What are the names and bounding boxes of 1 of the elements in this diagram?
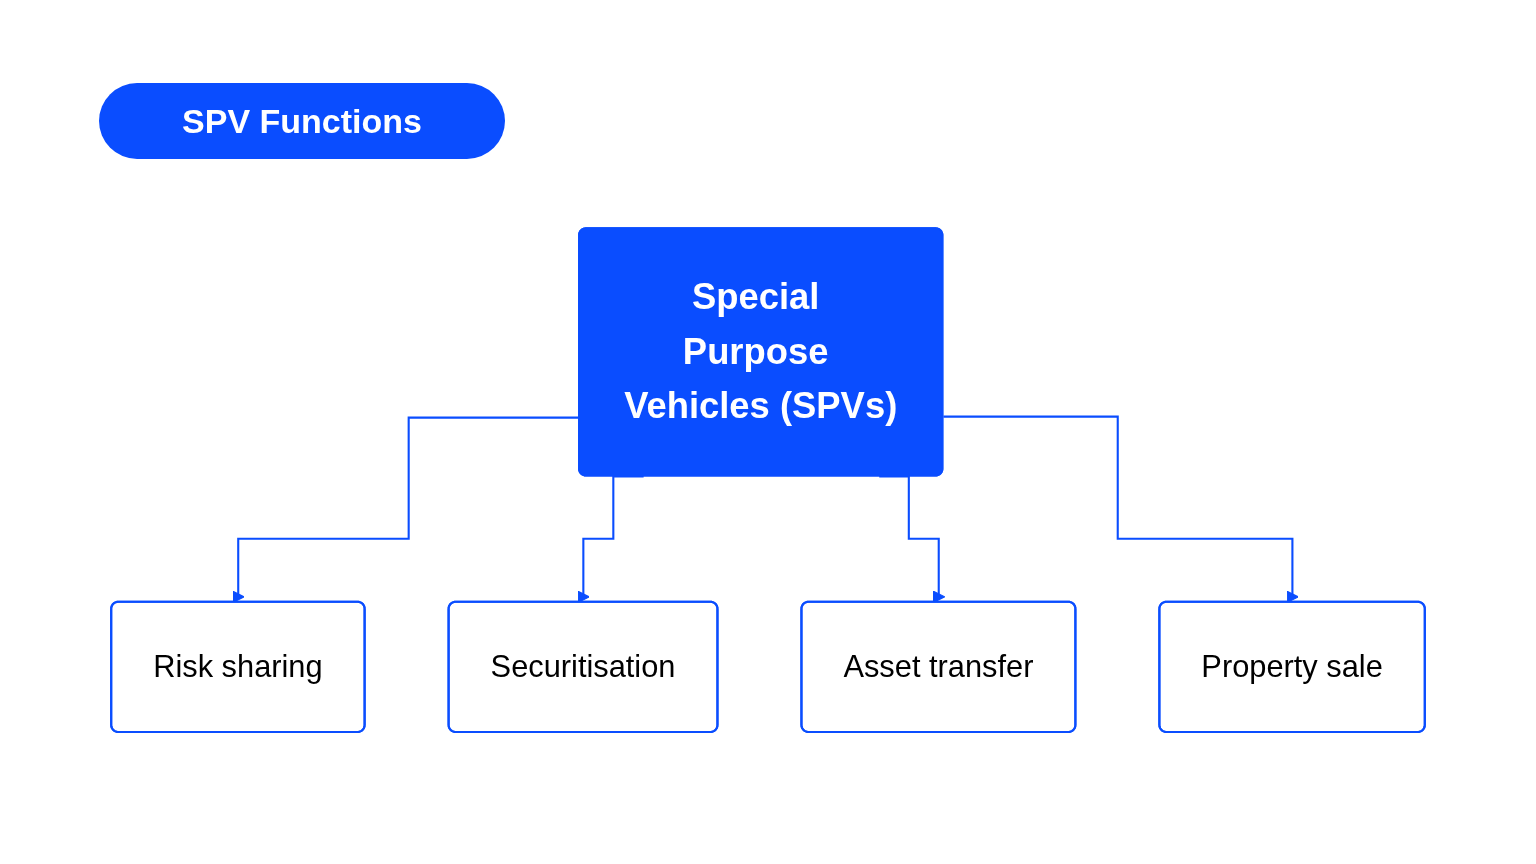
title-pill: SPV Functions [99, 83, 505, 159]
